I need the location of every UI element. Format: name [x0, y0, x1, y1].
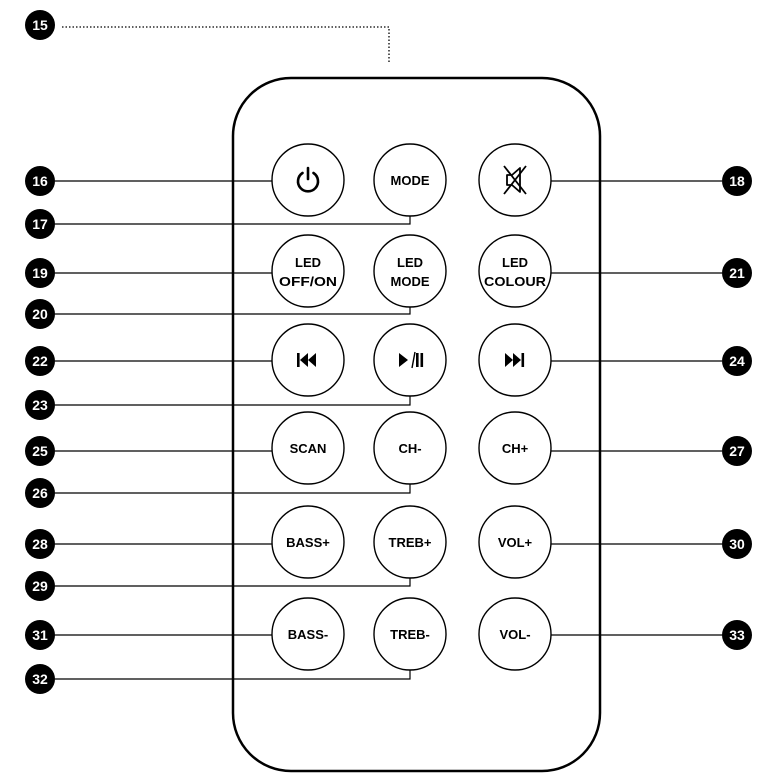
callout-badge-16: 16 [25, 166, 55, 196]
ir-window-callout: 15 [25, 10, 55, 40]
bass-minus-label-line: BASS- [288, 627, 328, 642]
led-mode-label-line: MODE [391, 274, 430, 289]
svg-text:21: 21 [729, 265, 745, 281]
svg-text:15: 15 [32, 17, 48, 33]
svg-text:17: 17 [32, 216, 48, 232]
play-pause-icon [399, 351, 424, 369]
callout-badge-23: 23 [25, 390, 55, 420]
svg-text:24: 24 [729, 353, 745, 369]
led-off-on-label-line: OFF/ON [279, 274, 337, 289]
leader-line-29 [55, 578, 411, 587]
callout-badge-19: 19 [25, 258, 55, 288]
treb-minus-label-line: TREB- [390, 627, 430, 642]
leader-line-23 [55, 396, 411, 406]
leader-line-32 [55, 670, 411, 680]
bass-plus-label-line: BASS+ [286, 535, 330, 550]
power-button[interactable] [271, 143, 345, 217]
svg-text:20: 20 [32, 306, 48, 322]
previous-button[interactable] [271, 323, 345, 397]
power-icon [296, 166, 320, 193]
led-off-on-button[interactable]: LED OFF/ON [271, 234, 345, 308]
vol-minus-button[interactable]: VOL- [478, 597, 552, 671]
vol-plus-button[interactable]: VOL+ [478, 505, 552, 579]
play-pause-button[interactable] [373, 323, 447, 397]
callout-badge-18: 18 [722, 166, 752, 196]
bass-plus-button[interactable]: BASS+ [271, 505, 345, 579]
callout-badge-22: 22 [25, 346, 55, 376]
svg-text:29: 29 [32, 578, 48, 594]
callout-badge-29: 29 [25, 571, 55, 601]
svg-text:28: 28 [32, 536, 48, 552]
svg-text:26: 26 [32, 485, 48, 501]
svg-text:22: 22 [32, 353, 48, 369]
svg-text:30: 30 [729, 536, 745, 552]
ch-minus-button[interactable]: CH- [373, 411, 447, 485]
callout-badge-26: 26 [25, 478, 55, 508]
led-colour-button[interactable]: LED COLOUR [478, 234, 552, 308]
treb-plus-button[interactable]: TREB+ [373, 505, 447, 579]
callout-badge-31: 31 [25, 620, 55, 650]
next-button[interactable] [478, 323, 552, 397]
callout-badge-20: 20 [25, 299, 55, 329]
svg-text:19: 19 [32, 265, 48, 281]
leader-line-26 [55, 484, 411, 494]
scan-button[interactable]: SCAN [271, 411, 345, 485]
svg-text:33: 33 [729, 627, 745, 643]
led-mode-button[interactable]: LED MODE [373, 234, 447, 308]
callout-badge-33: 33 [722, 620, 752, 650]
led-off-on-label-line: LED [295, 255, 321, 270]
callout-badge-21: 21 [722, 258, 752, 288]
previous-track-icon [297, 353, 316, 367]
svg-text:27: 27 [729, 443, 745, 459]
ch-plus-label-line: CH+ [502, 441, 529, 456]
svg-text:32: 32 [32, 671, 48, 687]
led-mode-label-line: LED [397, 255, 423, 270]
treb-plus-label-line: TREB+ [389, 535, 432, 550]
callout-badge-32: 32 [25, 664, 55, 694]
callout-badge-27: 27 [722, 436, 752, 466]
svg-text:31: 31 [32, 627, 48, 643]
led-colour-label-line: COLOUR [484, 274, 547, 289]
next-track-icon [505, 353, 525, 367]
callout-badge-28: 28 [25, 529, 55, 559]
svg-text:18: 18 [729, 173, 745, 189]
callout-badge-17: 17 [25, 209, 55, 239]
ch-minus-label-line: CH- [398, 441, 421, 456]
bass-minus-button[interactable]: BASS- [271, 597, 345, 671]
mode-label-line: MODE [391, 173, 430, 188]
leader-line-17 [55, 216, 411, 225]
mute-icon [503, 165, 527, 195]
mute-button[interactable] [478, 143, 552, 217]
callout-badge-25: 25 [25, 436, 55, 466]
vol-minus-label-line: VOL- [499, 627, 530, 642]
scan-label-line: SCAN [290, 441, 327, 456]
ir-window-leader [62, 26, 390, 62]
callout-badge-24: 24 [722, 346, 752, 376]
svg-text:25: 25 [32, 443, 48, 459]
led-colour-label-line: LED [502, 255, 528, 270]
mode-button[interactable]: MODE [373, 143, 447, 217]
callout-badge-30: 30 [722, 529, 752, 559]
leader-line-20 [55, 307, 411, 315]
treb-minus-button[interactable]: TREB- [373, 597, 447, 671]
svg-text:16: 16 [32, 173, 48, 189]
vol-plus-label-line: VOL+ [498, 535, 533, 550]
ch-plus-button[interactable]: CH+ [478, 411, 552, 485]
svg-text:23: 23 [32, 397, 48, 413]
